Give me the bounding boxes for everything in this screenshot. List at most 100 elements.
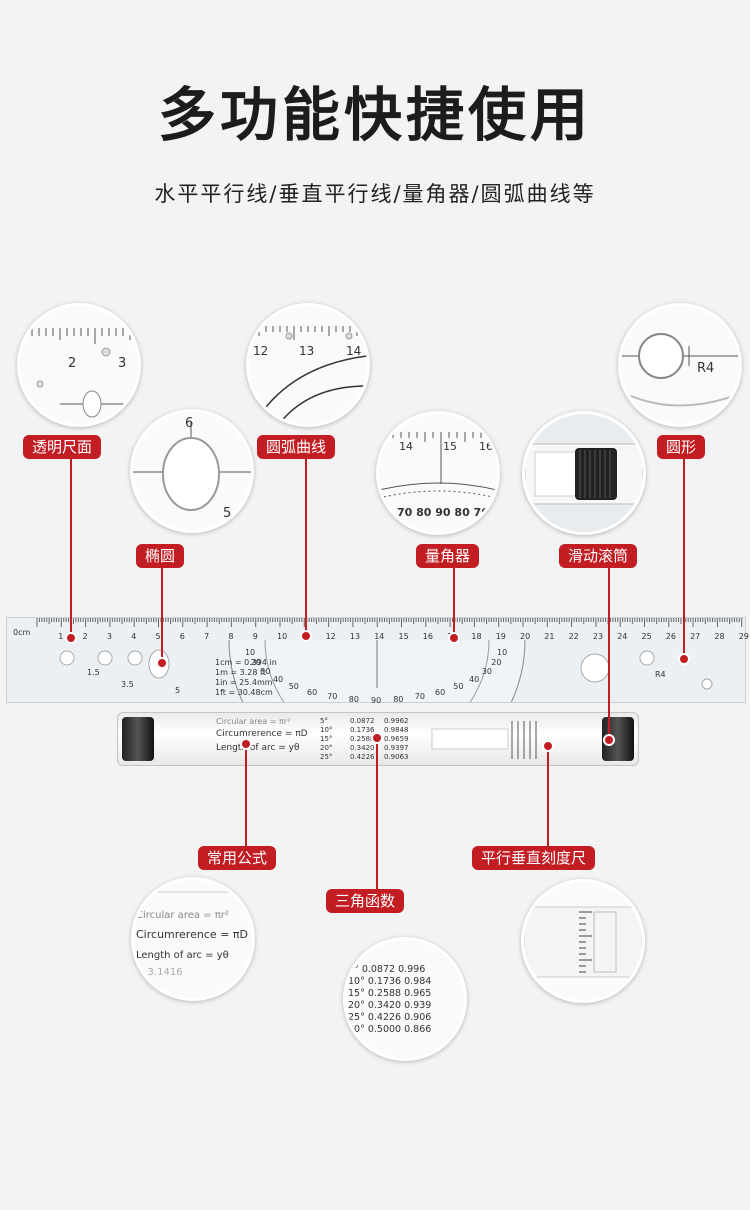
ruler-ticks-icon [24, 328, 131, 418]
ruler-number: 27 [690, 632, 701, 641]
formula-text: Circumrerence = πD [216, 729, 308, 739]
zoom-vertical-scale [521, 879, 645, 1003]
circle-hole-icon [621, 333, 739, 407]
roller-cap-left [122, 717, 154, 761]
trig-cell: 0.9848 [384, 726, 409, 734]
protractor-mark: 80 [348, 694, 359, 704]
ruler-number: 21 [544, 632, 555, 641]
marker-dot [240, 738, 252, 750]
zoom-protractor: 14 15 16 70 80 90 80 70 [376, 411, 500, 535]
ruler-number: 6 [179, 632, 185, 641]
ellipse-label: 1.5 [87, 668, 100, 677]
protractor-mark: 60 [307, 687, 318, 697]
trig-cell: 20° [320, 744, 333, 752]
trig-cell: 0.9063 [384, 753, 409, 761]
page-title: 多功能快捷使用 [157, 81, 592, 149]
label-circle: 圆形 [657, 435, 706, 459]
ruler-number: 4 [131, 632, 137, 641]
protractor-mark: 70 [327, 692, 338, 702]
ruler-number: 25 [641, 632, 652, 641]
page-subtitle: 水平平行线/垂直平行线/量角器/圆弧曲线等 [154, 182, 596, 206]
formula-line: Length of arc = yθ [136, 950, 229, 961]
protractor-mark: 30 [260, 666, 271, 676]
zoom-number: 3 [118, 356, 127, 371]
protractor-mark: 80 [393, 694, 404, 704]
ruler-number: 10 [277, 632, 288, 641]
trig-cell: 25° [320, 753, 333, 761]
zoom-number: 15 [443, 440, 457, 453]
trig-cell: 0.4226 [350, 753, 375, 761]
marker-dot [448, 632, 460, 644]
ruler-scale-icon [36, 618, 743, 702]
marker-dot [371, 732, 383, 744]
label-trig-functions: 三角函数 [326, 889, 405, 913]
protractor-mark: 90 [371, 695, 382, 705]
marker-dot [65, 632, 77, 644]
protractor-mark: 60 [435, 687, 446, 697]
ruler-number: 18 [471, 632, 482, 641]
protractor-mark: 30 [481, 666, 493, 676]
label-transparent-surface: 透明尺面 [23, 435, 102, 459]
zoom-roller [522, 411, 646, 535]
roller-scale-icon [431, 721, 537, 759]
label-protractor: 量角器 [416, 544, 480, 568]
trig-cell: 0.9659 [384, 735, 409, 743]
marker-dot [300, 630, 312, 642]
zoom-number: 16 [479, 440, 493, 453]
formula-line: Circumrerence = πD [136, 928, 248, 941]
ruler-number: 5 [155, 632, 161, 641]
arc-curve-icon [253, 326, 367, 424]
label-common-formula: 常用公式 [198, 846, 277, 870]
ruler-number: 13 [349, 632, 361, 641]
ruler-number: 15 [398, 632, 409, 641]
protractor-mark: 20 [491, 657, 502, 667]
trig-cell: 0.1736 [350, 726, 375, 734]
zoom-number: 2 [68, 356, 77, 371]
zoom-number: 5 [223, 506, 232, 521]
label-sliding-roller: 滑动滚筒 [559, 544, 638, 568]
marker-dot [603, 734, 615, 746]
trig-cell: 0.3420 [350, 744, 375, 752]
marker-dot [542, 740, 554, 752]
trig-cell: 15° [320, 735, 333, 743]
trig-cell: 0.9962 [384, 717, 409, 725]
formula-line: Circular area = πr² [136, 910, 229, 921]
ellipse-label: 5 [175, 686, 181, 695]
ruler-number: 12 [325, 632, 336, 641]
protractor-mark: 20 [250, 657, 261, 667]
trig-cell: 5° [320, 717, 328, 725]
sliding-roller[interactable]: Circular area = πr² Circumrerence = πD L… [117, 712, 639, 766]
ruler-number: 28 [714, 632, 725, 641]
trig-cell: 0.2588 [350, 735, 375, 743]
formula-text: Length of arc = yθ [216, 743, 300, 753]
ruler-number: 16 [422, 632, 433, 641]
zoom-formula: Circular area = πr² Circumrerence = πD L… [131, 877, 255, 1001]
trig-cell: 0.0872 [350, 717, 375, 725]
ruler-number: 24 [617, 632, 628, 641]
label-ellipse: 椭圆 [136, 544, 185, 568]
ruler-number: 8 [228, 632, 234, 641]
ruler-number: 14 [374, 632, 385, 641]
conversion-line: 1in = 25.4mm [215, 678, 273, 687]
ellipse-label: 3.5 [121, 680, 134, 689]
parallel-ruler[interactable]: 1234567891011121314151617181920212223242… [6, 617, 749, 705]
zoom-number: 12 [253, 344, 269, 358]
marker-dot [156, 657, 168, 669]
zoom-number: 6 [185, 416, 194, 431]
trig-row: 20° 0.3420 0.939 [348, 1000, 432, 1011]
ruler-number: 22 [568, 632, 579, 641]
radius-label: R4 [655, 670, 666, 679]
ruler-number: 26 [665, 632, 676, 641]
trig-row: 30° 0.5000 0.866 [348, 1024, 432, 1035]
trig-row: 10° 0.1736 0.984 [348, 976, 432, 987]
conversion-line: 1ft = 30.48cm [215, 688, 273, 697]
zoom-ellipse: 6 5 [130, 409, 254, 533]
zoom-number: 14 [399, 440, 413, 453]
trig-row: 25° 0.4226 0.906 [348, 1012, 432, 1023]
protractor-mark: 50 [288, 682, 299, 692]
protractor-marks: 70 80 90 80 70 [397, 506, 489, 519]
label-vertical-scale: 平行垂直刻度尺 [472, 846, 596, 870]
protractor-mark: 40 [272, 675, 284, 685]
formula-line: = 3.1416 [136, 967, 183, 978]
